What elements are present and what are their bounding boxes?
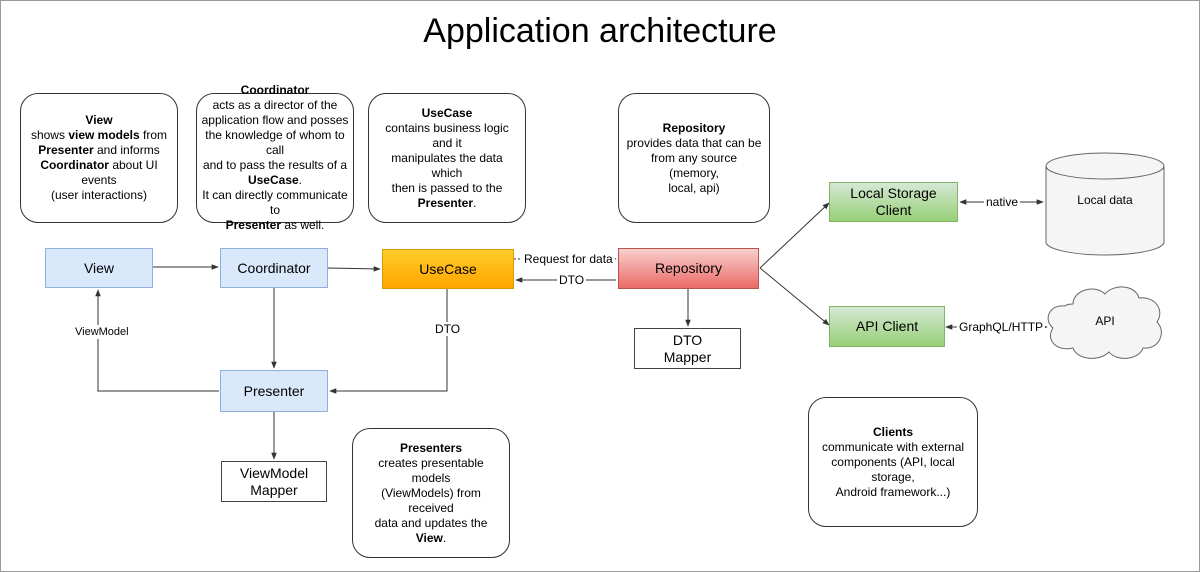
edge-label-native: native <box>984 195 1021 209</box>
note-usecase: UseCase contains business logic and it m… <box>368 93 526 223</box>
edge-label-dto-repo-usecase: DTO <box>557 273 587 287</box>
note-coordinator: Coordinator acts as a director of the ap… <box>196 83 354 232</box>
page-title: Application architecture <box>423 12 777 50</box>
note-clients: Clients communicate with external compon… <box>808 397 978 527</box>
node-view[interactable]: View <box>45 248 153 288</box>
edge-label-dto-usecase-presenter: DTO <box>433 322 463 336</box>
edge-label-request-for-data: Request for data <box>522 252 615 266</box>
edge-label-graphql: GraphQL/HTTP <box>957 320 1046 334</box>
edge-presenter-view <box>95 289 219 392</box>
edge-coordinator-usecase <box>327 266 381 272</box>
api-label: API <box>1095 313 1115 328</box>
node-api-client[interactable]: API Client <box>829 306 945 347</box>
edge-repository-api-client <box>759 267 830 326</box>
edge-label-viewmodel: ViewModel <box>73 325 131 339</box>
cloud-icon <box>1047 286 1162 359</box>
edge-repository-local-storage <box>759 202 830 269</box>
node-repository[interactable]: Repository <box>618 248 759 289</box>
note-repository: Repository provides data that can be fro… <box>618 93 770 223</box>
local-data-label: Local data <box>1077 192 1133 207</box>
database-cylinder-icon <box>1045 152 1165 256</box>
note-presenters: Presenters creates presentable models (V… <box>352 428 510 558</box>
node-coordinator[interactable]: Coordinator <box>220 248 328 288</box>
note-view: View shows view models from Presenter an… <box>20 93 178 223</box>
node-local-data[interactable]: Local data <box>1045 152 1165 256</box>
node-api[interactable]: API <box>1043 282 1167 362</box>
node-presenter[interactable]: Presenter <box>220 370 328 412</box>
edge-usecase-presenter <box>329 289 448 394</box>
node-usecase[interactable]: UseCase <box>382 249 514 289</box>
